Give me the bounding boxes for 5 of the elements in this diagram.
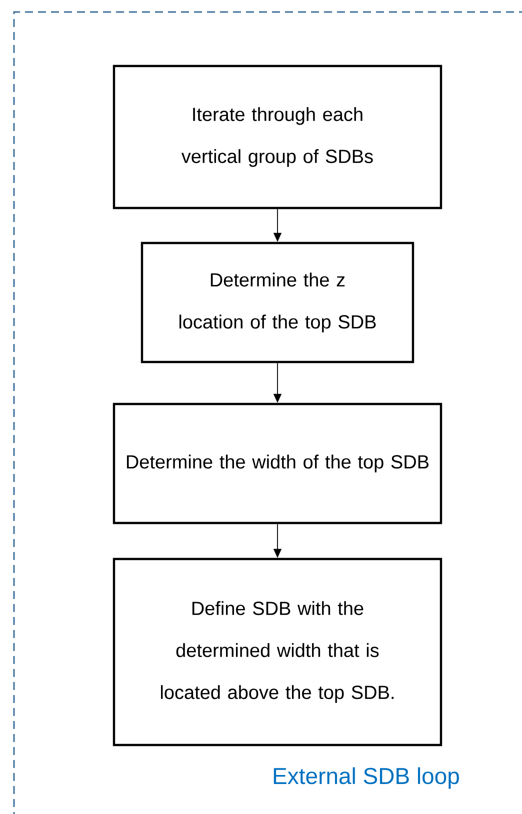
frame-label: External SDB loop	[274, 767, 459, 789]
process-box: Define SDB with the determined width that is located above the top SDB.	[112, 558, 442, 746]
process-box: Determine the z location of the top SDB	[140, 242, 414, 364]
process-box: Determine the width of the top SDB	[112, 402, 442, 524]
process-box: Iterate through each vertical group of SDBs	[112, 64, 442, 210]
